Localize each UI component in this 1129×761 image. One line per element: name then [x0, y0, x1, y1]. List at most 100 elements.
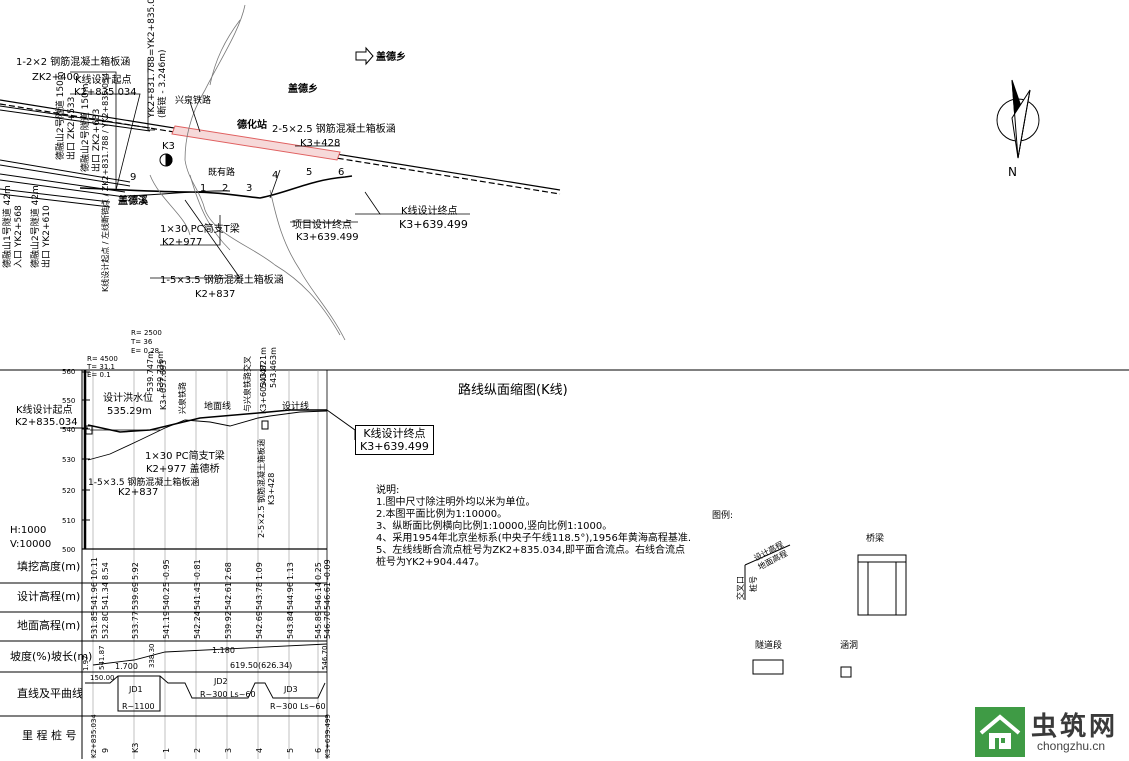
- profile-end-box: K线设计终点 K3+639.499: [355, 425, 434, 455]
- house-icon: [975, 707, 1025, 757]
- profile-bridge2-stake: K2+837: [118, 487, 159, 498]
- profile-end-stake: K3+639.499: [360, 440, 429, 453]
- profile-bridge3-stake: K3+428: [267, 472, 276, 505]
- project-end-stake: K3+639.499: [296, 232, 359, 243]
- bridge-k2837-name: 1-5×3.5 钢筋混凝土箱板涵: [160, 275, 284, 286]
- ground-elev-2: 533.77: [131, 611, 140, 639]
- curve-jd3: JD3: [284, 685, 298, 694]
- site-logo[interactable]: 虫筑网 chongzhu.cn: [975, 704, 1129, 759]
- bridge-zk2400-name: 1-2×2 钢筋混凝土箱板涵: [16, 57, 131, 68]
- curve-jd1-r: R~1100: [122, 702, 155, 711]
- k3-label: K3: [162, 141, 175, 152]
- slope-polyline: [92, 643, 328, 666]
- legend-tunnel: 隧道段: [755, 641, 783, 651]
- scale-v: V:10000: [10, 539, 52, 550]
- grade-left: 1.97: [82, 655, 90, 671]
- stake-1: 9: [101, 747, 110, 753]
- flood-value: 535.29m: [107, 406, 152, 417]
- ground-elev-7: 543.84: [286, 611, 295, 639]
- design-elev-3: 540.25: [162, 582, 171, 610]
- stake-6: 4: [255, 747, 264, 753]
- profile-end-title: K线设计终点: [363, 427, 426, 440]
- project-end-title: 项目设计终点: [292, 220, 352, 231]
- y-tick-540: 540: [62, 426, 76, 434]
- y-tick-520: 520: [62, 487, 76, 495]
- fill-cut-3: -0.95: [162, 559, 171, 580]
- design-start-stake: K2+835.034: [74, 87, 137, 98]
- note-vert-2: 与兴泉铁路交叉: [243, 356, 252, 412]
- curve-jd2: JD2: [214, 677, 228, 686]
- y-tick-500: 500: [62, 546, 76, 554]
- design-elev-2: 539.69: [131, 582, 140, 610]
- fill-cut-4: -0.81: [193, 559, 202, 580]
- ground-elev-4: 542.24: [193, 611, 202, 639]
- left-tunnel-3-stake: 入口 YK2+568: [14, 205, 24, 268]
- vc1-t: T= 36: [131, 338, 153, 346]
- profile-start-title: K线设计起点: [16, 405, 73, 416]
- stake-5: 3: [224, 747, 233, 753]
- logo-main-text: 虫筑网: [1031, 712, 1119, 742]
- fill-cut-1: 8.54: [101, 562, 110, 580]
- direction-arrow-icon: [355, 46, 374, 66]
- row-label-stake: 里 程 桩 号: [22, 729, 77, 742]
- profile-bridge-box: [261, 420, 269, 430]
- design-elev-4: 541.43: [193, 582, 202, 610]
- left-junction-note: K线设计起点 / 左线断链点 / ZK2+831.788 / YK2+835.0…: [101, 72, 110, 292]
- profile-culvert-box: [85, 425, 93, 435]
- profile-frame: [81, 370, 328, 759]
- curve-point-6: 6: [338, 167, 345, 178]
- grade-3: 1.180: [212, 646, 235, 655]
- legend-cross: 交叉口: [736, 576, 745, 600]
- notes-line-4: 4、采用1954年北京坐标系(中央子午线118.5°),1956年黄海高程基准.: [376, 533, 692, 544]
- left-tunnel-4-stake: 出口 YK2+610: [42, 205, 52, 268]
- curve-point-5: 5: [306, 167, 313, 178]
- curve-first: 150.00: [90, 674, 115, 682]
- legend-culvert: 涵洞: [840, 641, 859, 651]
- stake-7: 5: [286, 747, 295, 753]
- curve-point-9: 9: [130, 172, 137, 183]
- stake-9: K3+639.499: [324, 714, 332, 758]
- terrain-lines: [149, 4, 346, 341]
- row-label-curve: 直线及平曲线: [17, 687, 83, 700]
- bridge-zk2400-stake: ZK2+400: [32, 72, 80, 83]
- ground-elev-3: 541.19: [162, 611, 171, 639]
- yk-junction-note: (断链 - 3.246m): [158, 49, 168, 118]
- station-name: 德化站: [237, 120, 267, 131]
- notes-line-6: 桩号为YK2+904.447。: [376, 557, 485, 568]
- legend-title: 图例:: [712, 511, 734, 521]
- stake-4: 2: [193, 747, 202, 753]
- ground-elev-1: 532.80: [101, 611, 110, 639]
- ann-stake-2: K3+603.047: [259, 363, 268, 414]
- design-start-title: K线设计起点: [75, 75, 132, 86]
- grade-2: 1.700: [115, 662, 138, 671]
- k-end-stake: K3+639.499: [399, 218, 468, 231]
- grade-2-len: 338.30: [148, 643, 156, 669]
- fill-cut-6: 1.09: [255, 562, 264, 580]
- highlighted-bridge: [171, 125, 341, 161]
- curve-point-4: 4: [272, 170, 279, 181]
- design-elev-6: 543.78: [255, 582, 264, 610]
- fill-cut-2: 5.92: [131, 562, 140, 580]
- ann-stake-1: K3+057.693: [159, 359, 168, 410]
- y-tick-510: 510: [62, 517, 76, 525]
- grade-3-len: 619.50(626.34): [230, 661, 293, 670]
- ground-line: [87, 410, 328, 461]
- left-tunnel-1-stake: 出口 ZK2+533: [67, 96, 77, 160]
- row-label-slope: 坡度(%)坡长(m): [10, 650, 93, 663]
- bridge-k2977-stake: K2+977: [162, 237, 203, 248]
- curve-point-1: 1: [200, 183, 207, 194]
- notes-line-2: 2.本图平面比例为1:10000。: [376, 509, 508, 520]
- legend-stake: 桩号: [749, 576, 758, 592]
- profile-bridge1: 1×30 PC简支T梁: [145, 451, 225, 462]
- design-line: [87, 409, 327, 433]
- logo-sub-text: chongzhu.cn: [1037, 739, 1106, 753]
- notes-block: 说明: 1.图中尺寸除注明外均以米为单位。 2.本图平面比例为1:10000。 …: [376, 485, 691, 569]
- design-elev-7: 544.96: [286, 582, 295, 610]
- y-tick-560: 560: [62, 368, 76, 376]
- y-tick-530: 530: [62, 456, 76, 464]
- flood-label: 设计洪水位: [103, 393, 153, 404]
- ground-label: 地面线: [204, 402, 232, 412]
- north-label: N: [1008, 165, 1017, 179]
- bridge-k2977-name: 1×30 PC简支T梁: [160, 224, 240, 235]
- river-label: 盖德溪: [118, 196, 148, 207]
